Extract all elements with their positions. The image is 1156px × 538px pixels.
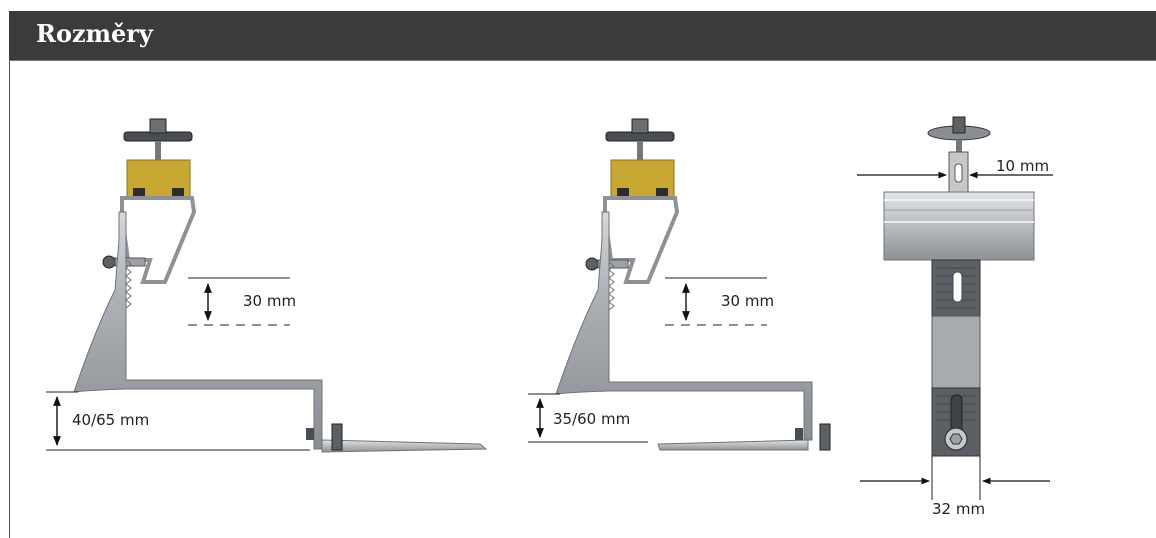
label-middle-height: 35/60 mm <box>553 410 630 428</box>
dimension-middle-gap <box>665 277 767 326</box>
dimension-left-height <box>46 391 310 451</box>
section-title: Rozměry <box>36 19 153 48</box>
dimension-middle-height <box>528 393 648 443</box>
label-left-height: 40/65 mm <box>72 411 149 429</box>
label-left-gap: 30 mm <box>243 292 296 310</box>
frame-border-top <box>9 60 1156 61</box>
label-right-top: 10 mm <box>996 157 1049 175</box>
roof-hook-front-view <box>883 116 1035 457</box>
roof-hook-left <box>73 118 488 453</box>
dimension-right-bottom <box>860 456 1050 500</box>
label-middle-gap: 30 mm <box>721 292 774 310</box>
section-header: Rozměry <box>9 11 1156 60</box>
frame-border-left <box>9 60 10 538</box>
label-right-bottom: 32 mm <box>932 500 985 518</box>
dimension-left-gap <box>188 277 290 326</box>
roof-hook-middle <box>555 118 831 451</box>
